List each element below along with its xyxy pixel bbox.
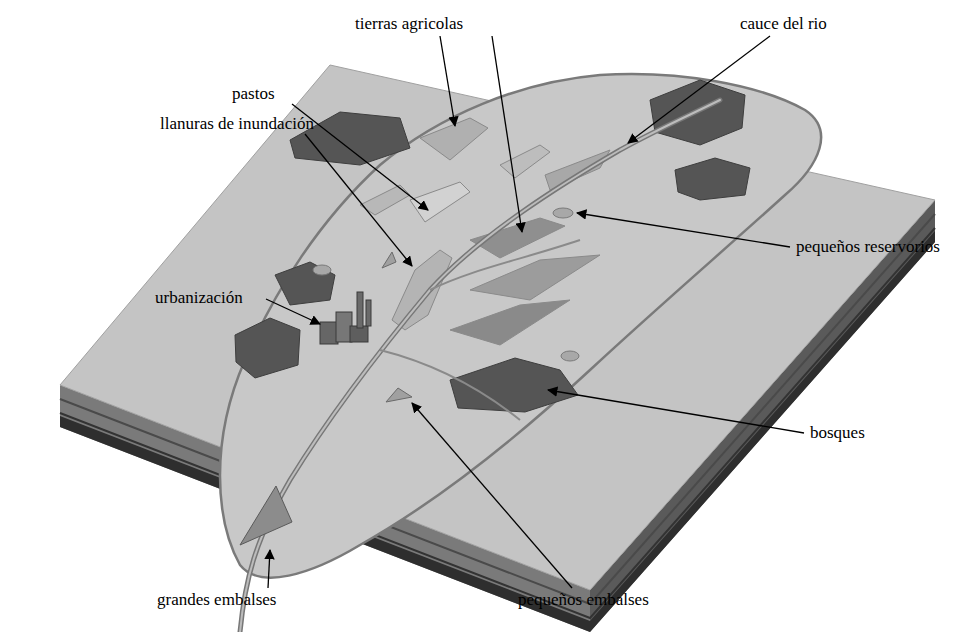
callout-label: pastos [232,84,275,104]
large-reservoir [240,486,292,545]
callout-label: bosques [810,423,865,443]
callout-label: cauce del rio [740,14,827,34]
callout-label: urbanización [155,288,243,308]
river-channel [240,100,720,632]
callout-label: pequeños reservorios [796,237,940,257]
urbanization [320,292,371,344]
tributary [430,240,580,290]
agricultural-lands [360,118,610,345]
leader-lines [266,36,804,588]
reservoir [382,252,396,268]
watershed-divide [220,74,821,578]
river-channel-water [240,100,720,632]
small-ponds [313,208,579,361]
callout-label: llanuras de inundación [160,114,314,134]
flood-plain [392,250,452,330]
callout-label: pequeños embalses [518,590,649,610]
tributary [380,350,520,420]
callout-label: grandes embalses [157,590,276,610]
slab-top [60,65,935,590]
small-reservoir [386,388,412,402]
callout-label: tierras agricolas [355,14,463,34]
